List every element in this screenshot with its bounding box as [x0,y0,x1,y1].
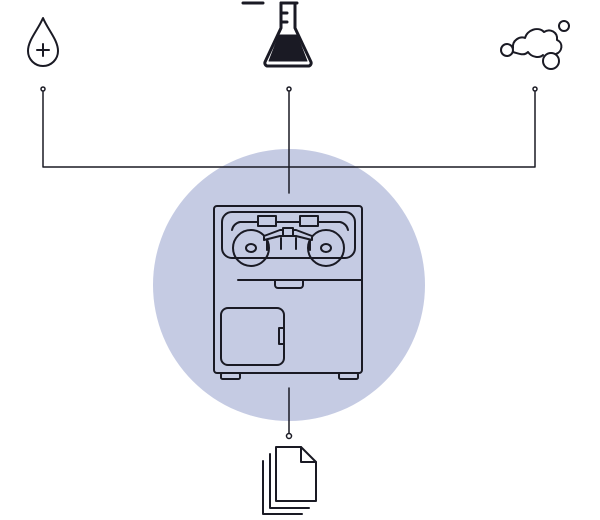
documents-icon [262,446,317,515]
connector-lines [40,86,538,440]
flask-icon [241,1,313,68]
foam-bubbles-icon [500,20,570,70]
water-drop-plus-icon [27,17,59,67]
lab-instrument-icon [213,205,363,380]
